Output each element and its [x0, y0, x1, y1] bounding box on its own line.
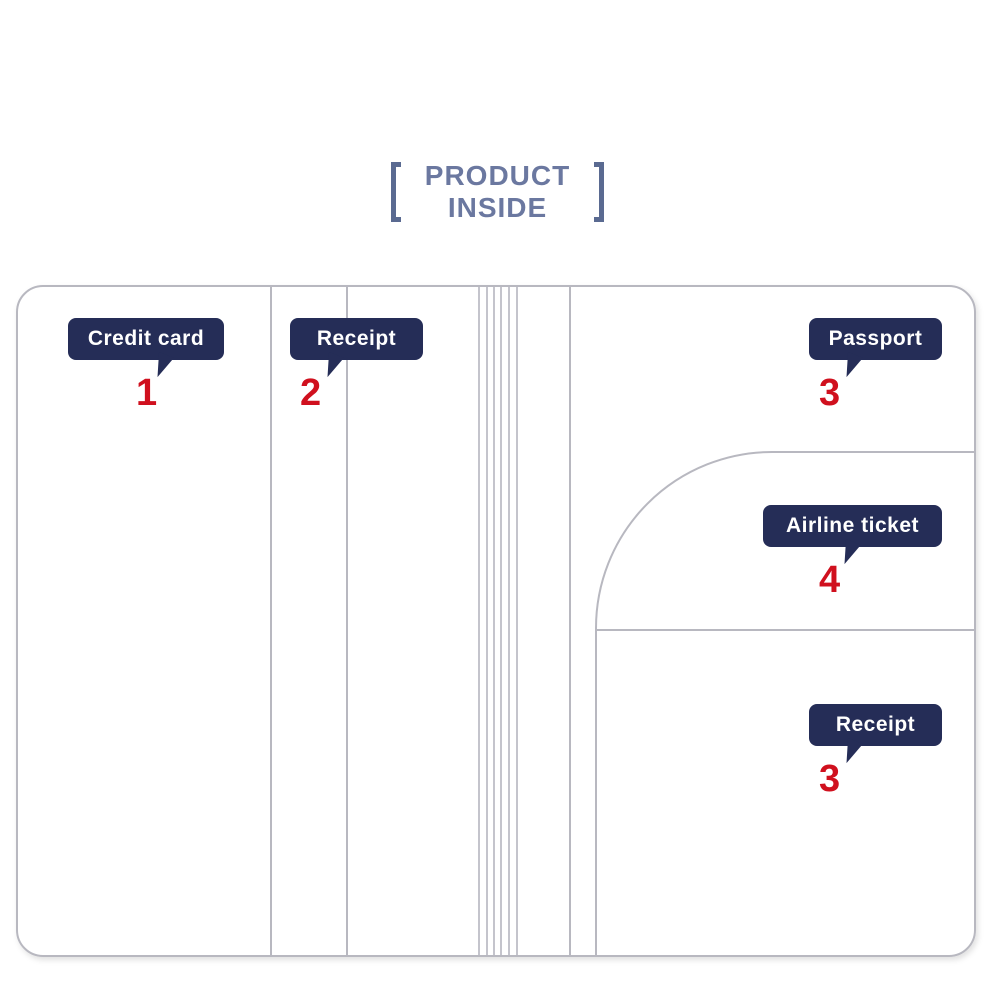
- receipt-left-label: Receipt: [290, 318, 423, 360]
- product-inside-heading: PRODUCT INSIDE: [385, 158, 610, 230]
- receipt-right-number: 3: [819, 758, 841, 800]
- airline-ticket-number: 4: [819, 559, 841, 601]
- wallet-outline: [16, 285, 976, 957]
- receipt-left-number: 2: [300, 372, 322, 414]
- receipt-right-label: Receipt: [809, 704, 942, 746]
- callout-receipt-right: Receipt 3: [809, 704, 942, 798]
- callout-credit-card: Credit card 1: [68, 318, 224, 412]
- callout-airline-ticket: Airline ticket 4: [763, 505, 942, 599]
- ticket-pocket-curve: [595, 451, 974, 955]
- passport-number: 3: [819, 372, 841, 414]
- airline-ticket-label: Airline ticket: [763, 505, 942, 547]
- heading-line-2: INSIDE: [447, 192, 548, 223]
- right-bracket: [594, 162, 604, 222]
- left-bracket: [391, 162, 401, 222]
- credit-card-label: Credit card: [68, 318, 224, 360]
- callout-passport: Passport 3: [809, 318, 942, 412]
- passport-label: Passport: [809, 318, 942, 360]
- heading-line-1: PRODUCT: [424, 160, 571, 191]
- callout-receipt-left: Receipt 2: [290, 318, 423, 412]
- credit-card-number: 1: [136, 372, 158, 414]
